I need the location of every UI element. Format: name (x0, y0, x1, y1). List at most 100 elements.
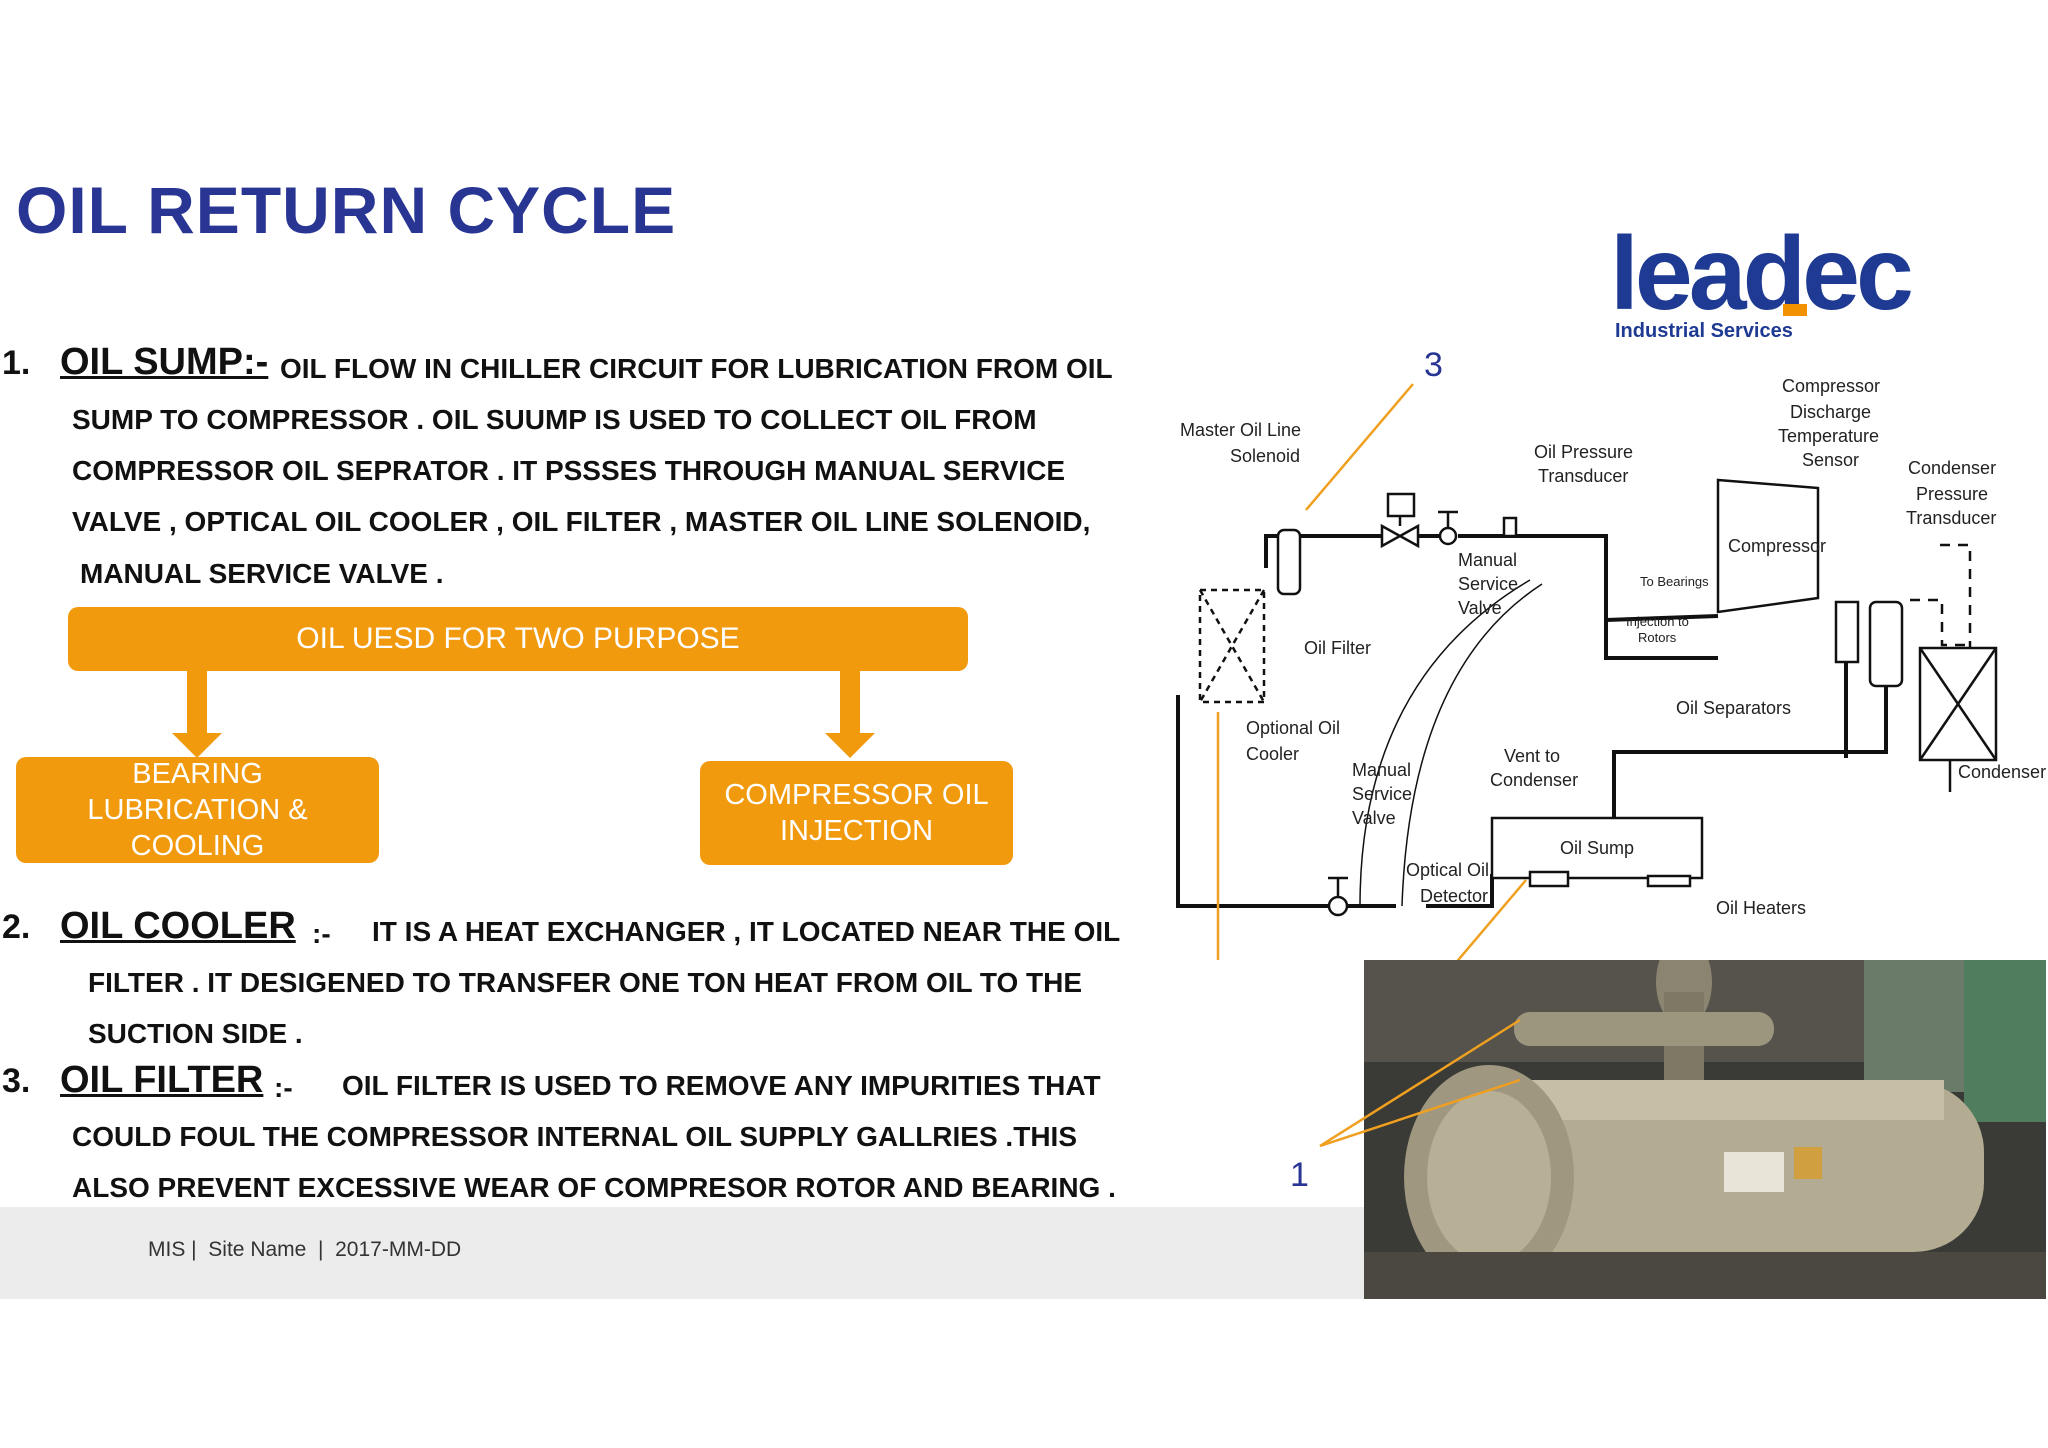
oil-separator-1 (1834, 600, 1860, 664)
lbl-oil-filter: Oil Filter (1304, 638, 1371, 658)
oil-filter-line-3: ALSO PREVENT EXCESSIVE WEAR OF COMPRESOR… (72, 1172, 1116, 1203)
svg-text:Service: Service (1458, 574, 1518, 594)
components (1198, 478, 1998, 917)
manual-valve-top (1438, 526, 1458, 546)
lbl-cooler-2: Cooler (1246, 744, 1299, 764)
section-number-1: 1. (2, 344, 31, 382)
svg-text:Manual: Manual (1352, 760, 1411, 780)
svg-text:Condenser: Condenser (1958, 762, 2046, 782)
lbl-detector-1: Optical Oil (1406, 860, 1489, 880)
section-number-3: 3. (2, 1062, 31, 1100)
callout-3: 3 (1424, 346, 1443, 384)
page-title: OIL RETURN CYCLE (16, 173, 677, 247)
lbl-msv-bottom-1: Manual (1352, 760, 1411, 780)
svg-text:Compressor: Compressor (1782, 376, 1880, 396)
oil-filter-line-1: OIL FILTER IS USED TO REMOVE ANY IMPURIT… (342, 1070, 1101, 1101)
bearing-box: BEARING LUBRICATION & COOLING (16, 757, 379, 863)
bearing-line-2: LUBRICATION & (87, 794, 308, 826)
lbl-heaters: Oil Heaters (1716, 898, 1806, 918)
callout-arrows (1216, 383, 1527, 960)
oil-cooler-line-2: FILTER . IT DESIGENED TO TRANSFER ONE TO… (88, 967, 1083, 998)
callout-1: 1 (1290, 1156, 1309, 1194)
lbl-master-1: Master Oil Line (1180, 420, 1301, 440)
svg-text:Detector: Detector (1420, 886, 1488, 906)
compressor-symbol (1716, 478, 1820, 614)
lbl-pressure-1: Oil Pressure (1534, 442, 1633, 462)
arc-lines (1359, 579, 1543, 907)
svg-text:Valve: Valve (1458, 598, 1502, 618)
condenser-lines (1948, 760, 1952, 792)
svg-text:Service: Service (1352, 784, 1412, 804)
pressure-transducer (1502, 516, 1518, 538)
svg-text:Transducer: Transducer (1906, 508, 1996, 528)
svg-text:Rotors: Rotors (1638, 630, 1677, 645)
purpose-label: OIL UESD FOR TWO PURPOSE (296, 622, 740, 655)
lbl-msv-top-2: Service (1458, 574, 1518, 594)
injection-line-2: INJECTION (779, 815, 934, 847)
svg-text:Vent to: Vent to (1504, 746, 1560, 766)
svg-text:Manual: Manual (1458, 550, 1517, 570)
svg-text:Oil Filter: Oil Filter (1304, 638, 1371, 658)
oil-sump-line-1: OIL FLOW IN CHILLER CIRCUIT FOR LUBRICAT… (280, 353, 1113, 384)
pipe-lines (1176, 534, 1888, 908)
oil-cooler-line-1: IT IS A HEAT EXCHANGER , IT LOCATED NEAR… (372, 916, 1121, 947)
svg-text:Injection to: Injection to (1626, 614, 1689, 629)
oil-sump-line-5: MANUAL SERVICE VALVE . (80, 558, 444, 589)
oil-sump-heading: OIL SUMP:- (60, 341, 269, 383)
svg-text:Compressor: Compressor (1728, 536, 1826, 556)
oil-filter-line-2: COULD FOUL THE COMPRESSOR INTERNAL OIL S… (72, 1121, 1077, 1152)
svg-text:Condenser: Condenser (1490, 770, 1578, 790)
lbl-cdts-2: Discharge (1790, 402, 1871, 422)
svg-text:Condenser: Condenser (1908, 458, 1996, 478)
svg-text:Solenoid: Solenoid (1230, 446, 1300, 466)
oil-sump-line-2: SUMP TO COMPRESSOR . OIL SUUMP IS USED T… (72, 404, 1037, 435)
lbl-cdts-3: Temperature (1778, 426, 1879, 446)
lbl-msv-bottom-2: Service (1352, 784, 1412, 804)
oil-diagram: Master Oil Line Solenoid Oil Pressure Tr… (1170, 340, 2048, 960)
diagram-labels: Master Oil Line Solenoid Oil Pressure Tr… (1180, 376, 2046, 918)
logo-subtitle: Industrial Services (1615, 320, 1793, 342)
lbl-condenser: Condenser (1958, 762, 2046, 782)
optical-detector-symbol (1528, 870, 1570, 888)
svg-text:Optical Oil: Optical Oil (1406, 860, 1489, 880)
lbl-cooler-1: Optional Oil (1246, 718, 1340, 738)
svg-text:Oil Heaters: Oil Heaters (1716, 898, 1806, 918)
photo-callouts: 1 (1290, 1018, 1521, 1194)
bearing-line-3: COOLING (130, 830, 265, 862)
lbl-compressor: Compressor (1728, 536, 1826, 556)
lbl-oil-sump: Oil Sump (1560, 838, 1634, 858)
lbl-cpt-1: Condenser (1908, 458, 1996, 478)
oil-cooler-symbol (1198, 588, 1266, 704)
lbl-injection-1: Injection to (1626, 614, 1689, 629)
lbl-injection-2: Rotors (1638, 630, 1677, 645)
purpose-arrow-right (825, 671, 875, 758)
purpose-arrow-left (172, 671, 222, 758)
lbl-cpt-2: Pressure (1916, 484, 1988, 504)
chiller-photo (1364, 952, 2046, 1299)
lbl-bearings: To Bearings (1640, 574, 1709, 589)
svg-text:Transducer: Transducer (1538, 466, 1628, 486)
svg-text:Oil Separators: Oil Separators (1676, 698, 1791, 718)
svg-text:To Bearings: To Bearings (1640, 574, 1709, 589)
solenoid-valve-left (1380, 523, 1403, 549)
svg-text:Oil Pressure: Oil Pressure (1534, 442, 1633, 462)
lbl-cpt-3: Transducer (1906, 508, 1996, 528)
injection-box: COMPRESSOR OIL INJECTION (700, 761, 1013, 865)
svg-text:Discharge: Discharge (1790, 402, 1871, 422)
injection-line-1: COMPRESSOR OIL (724, 779, 989, 811)
photo-arrows (1319, 1018, 1521, 1148)
solenoid-valve-right (1397, 523, 1420, 549)
leadec-logo: leadec (1610, 216, 1914, 332)
lbl-master-2: Solenoid (1230, 446, 1300, 466)
lbl-msv-top-3: Valve (1458, 598, 1502, 618)
section-number-2: 2. (2, 908, 31, 946)
lbl-cdts-1: Compressor (1782, 376, 1880, 396)
oil-sump-line-3: COMPRESSOR OIL SEPRATOR . IT PSSSES THRO… (72, 455, 1066, 486)
bearing-line-1: BEARING (132, 758, 263, 790)
oil-sump-line-4: VALVE , OPTICAL OIL COOLER , OIL FILTER … (72, 506, 1091, 537)
footer-band (0, 1207, 1364, 1299)
oil-sump-symbol (1490, 816, 1704, 880)
oil-cooler-heading: OIL COOLER (60, 905, 296, 947)
svg-text:Oil Sump: Oil Sump (1560, 838, 1634, 858)
oil-cooler-line-3: SUCTION SIDE . (88, 1018, 303, 1049)
